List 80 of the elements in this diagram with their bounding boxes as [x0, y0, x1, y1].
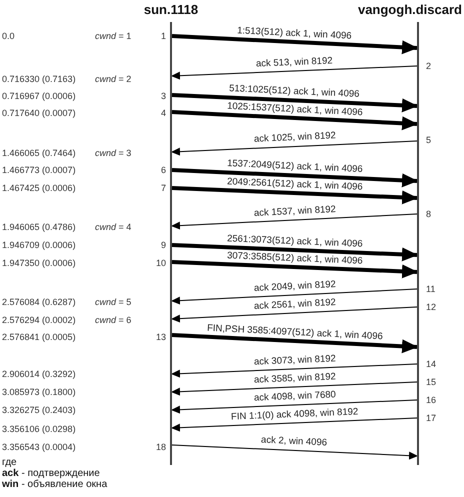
- note-text: ack - подтверждение: [2, 469, 100, 479]
- segment-number: 13: [156, 332, 166, 342]
- timestamp: 1.946065 (0.4786): [2, 222, 76, 232]
- edge-label: FIN,PSH 3585:4097(512) ack 1, win 4096: [206, 323, 383, 342]
- timestamp: 3.326275 (0.2403): [2, 406, 76, 414]
- arrow: [171, 66, 418, 80]
- segment-number: 6: [160, 166, 166, 174]
- arrow: [172, 444, 418, 460]
- arrow: [171, 364, 418, 378]
- segment-number: 10: [156, 258, 166, 268]
- edge-label: 1537:2049(512) ack 1, win 4096: [226, 158, 363, 175]
- cwnd-label: cwnd = 4: [95, 222, 132, 232]
- note-text: где: [2, 458, 17, 468]
- segment-number: 18: [156, 442, 166, 452]
- arrow: [172, 168, 418, 188]
- edge-label: 2561:3073(512) ack 1, win 4096: [226, 234, 362, 249]
- cwnd-label: cwnd = 6: [95, 316, 132, 324]
- arrow: [172, 186, 418, 204]
- cwnd-label: cwnd = 1: [95, 32, 132, 40]
- timestamp: 0.717640 (0.0007): [2, 108, 76, 118]
- segment-number: 4: [160, 108, 166, 118]
- arrow: [172, 243, 418, 262]
- timestamp: 0.716330 (0.7163): [2, 74, 76, 84]
- segment-number: 3: [160, 92, 166, 100]
- edge-label: 1025:1537(512) ack 1, win 4096: [226, 101, 363, 118]
- timestamp: 2.576841 (0.0005): [2, 332, 76, 342]
- participant-name: sun.1118: [144, 3, 198, 16]
- edge-label: ack 1537, win 8192: [253, 204, 336, 218]
- cwnd-label: cwnd = 5: [95, 298, 132, 306]
- arrow: [171, 214, 418, 230]
- timestamp: 3.356543 (0.0004): [2, 442, 76, 452]
- segment-number: 9: [160, 240, 166, 250]
- cwnd-label: cwnd = 2: [95, 74, 132, 84]
- segment-number: 12: [426, 302, 436, 312]
- edge-label: ack 3585, win 8192: [253, 372, 336, 385]
- note-text: win - объявление окна: [2, 480, 108, 490]
- arrow: [172, 260, 418, 278]
- timestamp: 3.085973 (0.1800): [2, 388, 76, 396]
- timestamp: 1.467425 (0.0006): [2, 184, 76, 192]
- edge-label: 513:1025(512) ack 1, win 4096: [229, 84, 360, 100]
- edge-label: 3073:3585(512) ack 1, win 4096: [226, 250, 362, 266]
- arrow: [172, 333, 418, 354]
- edge-label: ack 2049, win 8192: [253, 280, 336, 293]
- edge-label: 2049:2561(512) ack 1, win 4096: [226, 176, 362, 192]
- arrow: [172, 110, 418, 130]
- edge-label: ack 1025, win 8192: [253, 131, 336, 144]
- participant-name: vangogh.discard: [358, 3, 462, 16]
- arrow: [171, 418, 418, 432]
- arrow: [171, 382, 418, 396]
- timestamp: 1.946709 (0.0006): [2, 240, 76, 250]
- arrow: [171, 140, 418, 156]
- timestamp: 1.466773 (0.0007): [2, 166, 76, 174]
- arrow: [171, 288, 418, 305]
- segment-number: 11: [426, 284, 436, 294]
- arrow: [171, 306, 418, 323]
- segment-number: 17: [426, 414, 436, 422]
- segment-number: 1: [160, 32, 166, 40]
- timestamp: 0.0: [2, 32, 15, 40]
- edge-label: ack 4098, win 7680: [253, 390, 336, 403]
- edge-label: ack 3073, win 8192: [253, 354, 336, 367]
- arrow: [172, 34, 418, 54]
- timestamp: 2.576084 (0.6287): [2, 298, 76, 306]
- timestamp: 1.947350 (0.0006): [2, 258, 76, 268]
- cwnd-label: cwnd = 3: [95, 148, 132, 158]
- edge-label: ack 2, win 4096: [261, 436, 328, 448]
- timestamp: 0.716967 (0.0006): [2, 92, 76, 100]
- edge-label: ack 513, win 8192: [256, 56, 333, 69]
- timestamp: 2.906014 (0.3292): [2, 370, 76, 378]
- edge-label: 1:513(512) ack 1, win 4096: [237, 26, 352, 41]
- arrow: [172, 93, 418, 112]
- edge-label: FIN 1:1(0) ack 4098, win 8192: [230, 406, 358, 422]
- timestamp: 1.466065 (0.7464): [2, 148, 76, 158]
- timestamp: 2.576294 (0.0002): [2, 316, 76, 324]
- edge-label: ack 2561, win 8192: [253, 298, 336, 311]
- segment-number: 7: [160, 184, 166, 192]
- segment-number: 14: [426, 360, 436, 368]
- timestamp: 3.356106 (0.0298): [2, 424, 76, 434]
- segment-number: 8: [426, 210, 432, 218]
- arrow: [171, 400, 418, 414]
- segment-number: 2: [426, 62, 432, 70]
